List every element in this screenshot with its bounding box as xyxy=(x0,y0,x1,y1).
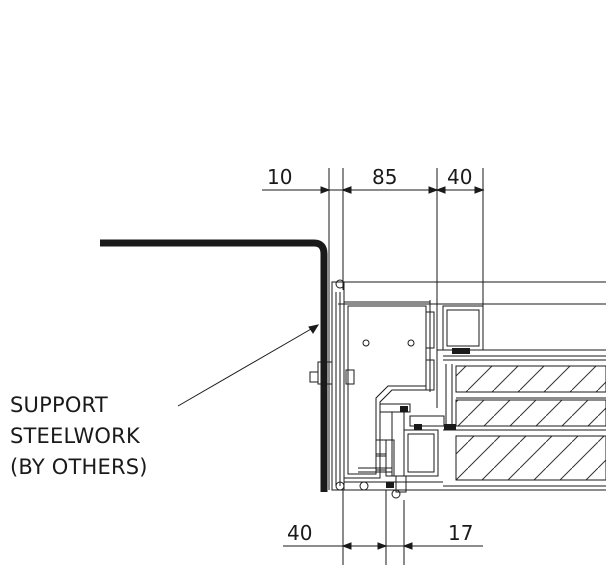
support-steelwork xyxy=(100,239,328,492)
dimension-label-10: 10 xyxy=(267,165,292,189)
bottom-arrow-40-left xyxy=(341,542,352,550)
top-arrow-85-left xyxy=(341,186,352,194)
dimension-label-40-bottom: 40 xyxy=(287,521,312,545)
top-arrow-40-left xyxy=(435,186,446,194)
callout-line-2: STEELWORK xyxy=(10,424,140,448)
dimension-label-85: 85 xyxy=(372,165,397,189)
top-arrow-40-right xyxy=(474,186,485,194)
top-dimension-chain xyxy=(262,168,485,308)
bottom-arrow-40-right xyxy=(377,542,388,550)
frame-assembly xyxy=(309,279,606,499)
top-arrow-left xyxy=(320,186,331,194)
dimension-label-40-top: 40 xyxy=(447,165,472,189)
callout-line-1: SUPPORT xyxy=(10,393,108,417)
bottom-arrow-17-left xyxy=(402,542,413,550)
top-arrow-85-right xyxy=(428,186,439,194)
gaskets xyxy=(386,348,470,488)
support-steelwork-callout: SUPPORT STEELWORK (BY OTHERS) xyxy=(10,390,148,483)
dimension-label-17: 17 xyxy=(448,521,473,545)
bottom-dimension-chain xyxy=(283,490,483,565)
callout-line-3: (BY OTHERS) xyxy=(10,455,148,479)
callout-leader xyxy=(177,324,320,407)
